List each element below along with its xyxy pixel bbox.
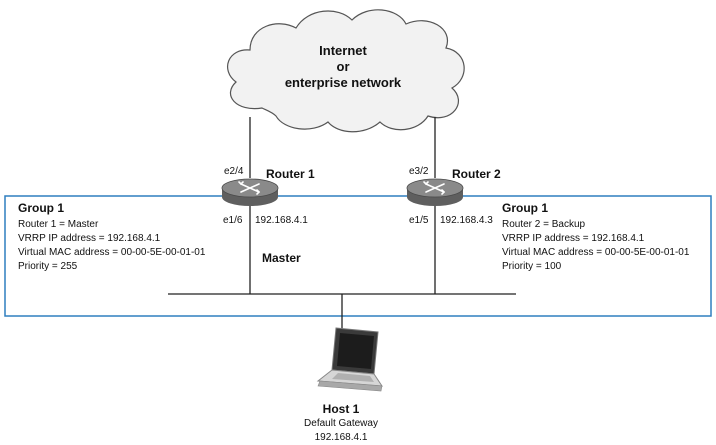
group-left-line-2: VRRP IP address = 192.168.4.1 bbox=[18, 233, 161, 244]
host-gateway-label: Default Gateway bbox=[304, 418, 378, 429]
cloud-line-2: or bbox=[337, 59, 350, 74]
group-right-title: Group 1 bbox=[502, 201, 548, 215]
group-left-line-1: Router 1 = Master bbox=[18, 219, 99, 230]
cloud-line-3: enterprise network bbox=[285, 75, 402, 90]
group-right-line-2: VRRP IP address = 192.168.4.1 bbox=[502, 233, 645, 244]
group-right-line-3: Virtual MAC address = 00-00-5E-00-01-01 bbox=[502, 247, 690, 258]
router-1-ip: 192.168.4.1 bbox=[255, 215, 308, 226]
group-left-title: Group 1 bbox=[18, 201, 64, 215]
router-2-ip: 192.168.4.3 bbox=[440, 215, 493, 226]
router-2-port-up: e3/2 bbox=[409, 166, 429, 177]
cloud-line-1: Internet bbox=[319, 43, 367, 58]
host-name: Host 1 bbox=[323, 402, 360, 416]
router-2-name: Router 2 bbox=[452, 167, 501, 181]
router-1-role: Master bbox=[262, 251, 301, 265]
group-right-line-4: Priority = 100 bbox=[502, 261, 562, 272]
host-gateway-ip: 192.168.4.1 bbox=[315, 432, 368, 443]
cloud-icon bbox=[227, 9, 465, 133]
cloud-shape bbox=[227, 9, 465, 133]
group-left-line-3: Virtual MAC address = 00-00-5E-00-01-01 bbox=[18, 247, 206, 258]
router-2-icon bbox=[406, 178, 464, 206]
group-left-line-4: Priority = 255 bbox=[18, 261, 78, 272]
router-1-name: Router 1 bbox=[266, 167, 315, 181]
router-1-port-down: e1/6 bbox=[223, 215, 243, 226]
group-right-line-1: Router 2 = Backup bbox=[502, 219, 586, 230]
router-1-icon bbox=[221, 178, 279, 206]
router-2-port-down: e1/5 bbox=[409, 215, 429, 226]
laptop-icon bbox=[316, 327, 383, 392]
group-box bbox=[4, 195, 712, 317]
router-1-port-up: e2/4 bbox=[224, 166, 244, 177]
